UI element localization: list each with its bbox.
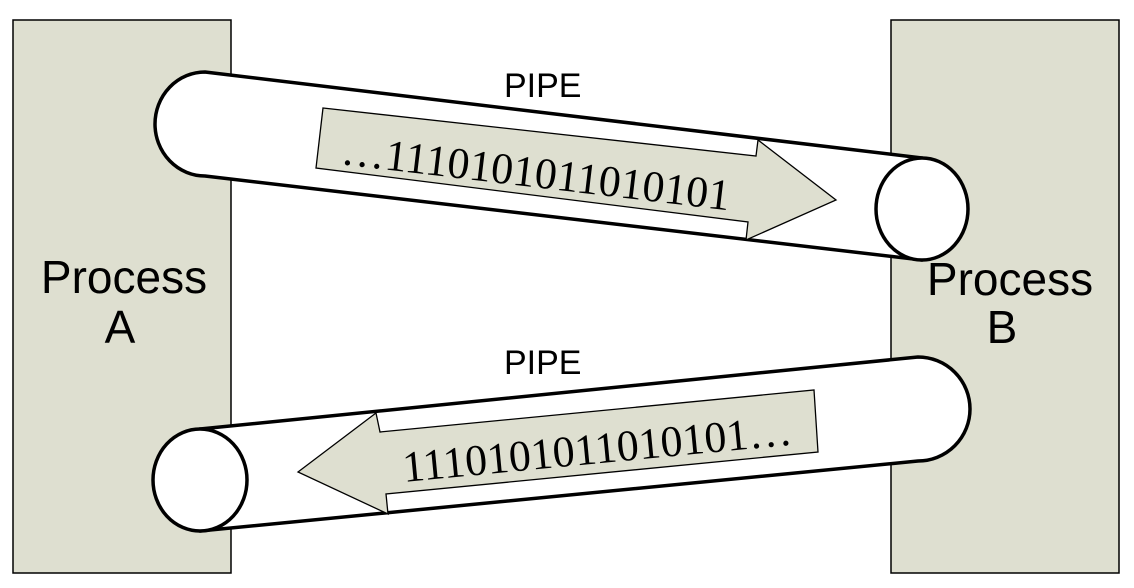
- process-b-box: [890, 19, 1120, 574]
- pipe-bottom-arrow: [296, 389, 819, 516]
- process-b-label-line2: B: [987, 301, 1018, 353]
- pipe-top-arrow: [315, 107, 838, 242]
- pipe-top-end-cap: [874, 156, 970, 262]
- pipe-bottom: 1110101011010101… PIPE: [151, 344, 972, 533]
- process-a-label-line2: A: [105, 301, 136, 353]
- process-a-label-line1: Process: [41, 251, 207, 303]
- pipe-bottom-label: PIPE: [504, 344, 581, 382]
- process-b: Process B: [890, 19, 1120, 574]
- pipe-top-label: PIPE: [504, 67, 581, 105]
- process-b-label-line1: Process: [927, 253, 1093, 305]
- pipe-bottom-end-cap: [151, 427, 249, 533]
- pipe-top: …1110101011010101 PIPE: [153, 67, 970, 262]
